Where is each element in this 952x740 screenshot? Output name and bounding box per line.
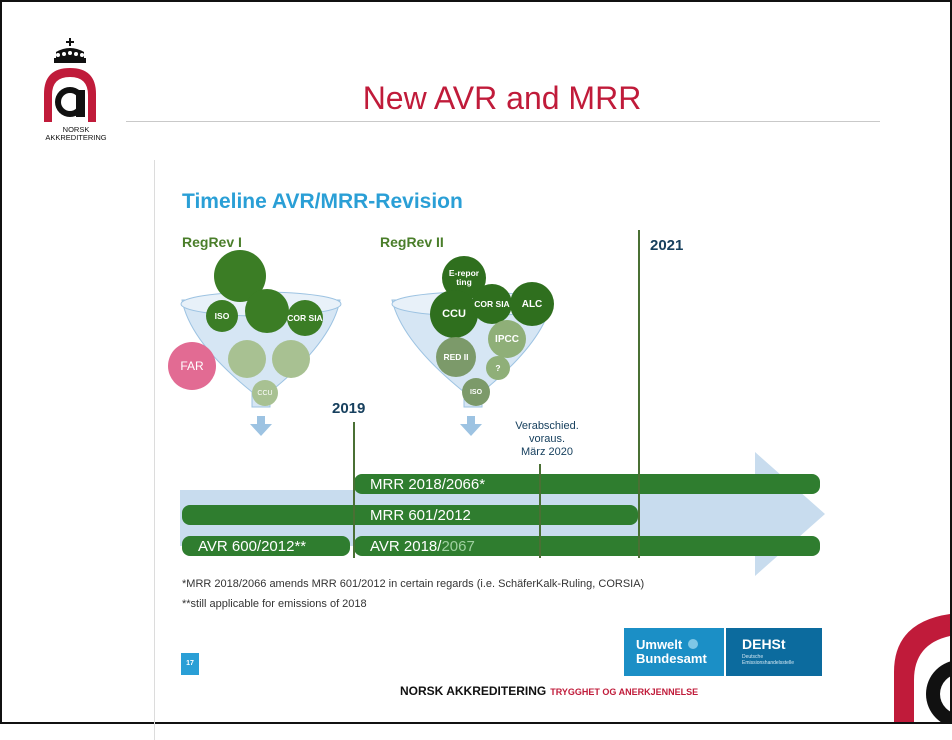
dehst-sub-2: Emissionshandelsstelle <box>742 660 794 666</box>
decorative-logo-arch <box>894 614 950 722</box>
dehst-name: DEHSt <box>742 636 786 652</box>
footnote-2: **still applicable for emissions of 2018 <box>182 598 367 610</box>
line-2019 <box>353 422 355 558</box>
bubble-far: FAR <box>168 342 216 390</box>
slide-page-number: 17 <box>181 653 199 675</box>
line-march-2020 <box>539 464 541 558</box>
footnote-1: *MRR 2018/2066 amends MRR 601/2012 in ce… <box>182 578 645 590</box>
bar-avr-600-2012-label: AVR 600/2012** <box>198 537 307 555</box>
bar-avr-600-2012: AVR 600/2012** <box>182 536 350 556</box>
uba-globe-icon <box>688 639 698 649</box>
bubble-ccu-1: CCU <box>252 380 278 406</box>
page-title: New AVR and MRR <box>362 80 642 116</box>
regrev-1-label: RegRev I <box>182 234 242 250</box>
bar-avr-2018-label: AVR 2018/ <box>370 537 442 555</box>
bar-avr-2018-2067: AVR 2018/2067 <box>354 536 820 556</box>
content-divider <box>154 160 155 740</box>
line-2021 <box>638 230 640 558</box>
footer-org: NORSK AKKREDITERING <box>400 684 547 698</box>
bubble-regrev1-center <box>245 289 289 333</box>
bubble-regrev1-light-left <box>228 340 266 378</box>
bubble-ipcc: IPCC <box>488 320 526 358</box>
bar-mrr-601-2012: MRR 601/2012 <box>182 505 638 525</box>
verab-line-3: März 2020 <box>521 446 573 458</box>
year-2021-label: 2021 <box>650 237 684 254</box>
dehst-logo: DEHSt Deutsche Emissionshandelsstelle <box>726 628 822 676</box>
bubble-corsia-2: COR SIA <box>472 284 512 324</box>
bubble-regrev1-light-right <box>272 340 310 378</box>
uba-line-1: Umwelt <box>636 637 683 652</box>
uba-line-2: Bundesamt <box>636 651 707 666</box>
verab-line-2: voraus. <box>528 433 566 445</box>
bubble-iso-1: ISO <box>206 300 238 332</box>
verab-line-1: Verabschied. <box>515 420 579 432</box>
regrev-2-label: RegRev II <box>380 234 444 250</box>
bar-mrr-2018-2066: MRR 2018/2066* <box>354 474 820 494</box>
dehst-sub-1: Deutsche <box>742 654 764 660</box>
verabschiedung-note: Verabschied. voraus. März 2020 <box>502 420 592 459</box>
logo-org-text: NORSK AKKREDITERING <box>30 126 122 142</box>
footer-tagline: TRYGGHET OG ANERKJENNELSE <box>550 687 699 697</box>
norsk-akkreditering-logo <box>44 38 96 122</box>
bar-mrr-601-2012-label: MRR 601/2012 <box>370 506 471 524</box>
bubble-alc: ALC <box>510 282 554 326</box>
logo-line-norsk: NORSK <box>62 125 90 134</box>
title-divider <box>126 121 880 122</box>
logo-line-akkreditering: AKKREDITERING <box>45 133 107 142</box>
slide-title: Timeline AVR/MRR-Revision <box>182 190 463 213</box>
bar-mrr-2018-2066-label: MRR 2018/2066* <box>370 475 486 493</box>
bubble-red-ii: RED II <box>436 337 476 377</box>
bubble-iso-2: ISO <box>462 378 490 406</box>
year-2019-label: 2019 <box>332 400 366 417</box>
bubble-question: ? <box>486 356 510 380</box>
bubble-ccu-2: CCU <box>430 290 478 338</box>
umweltbundesamt-logo: Umwelt Bundesamt <box>624 628 724 676</box>
bar-avr-2067-label: 2067 <box>441 537 475 555</box>
bubble-corsia-1: COR SIA <box>287 300 323 336</box>
